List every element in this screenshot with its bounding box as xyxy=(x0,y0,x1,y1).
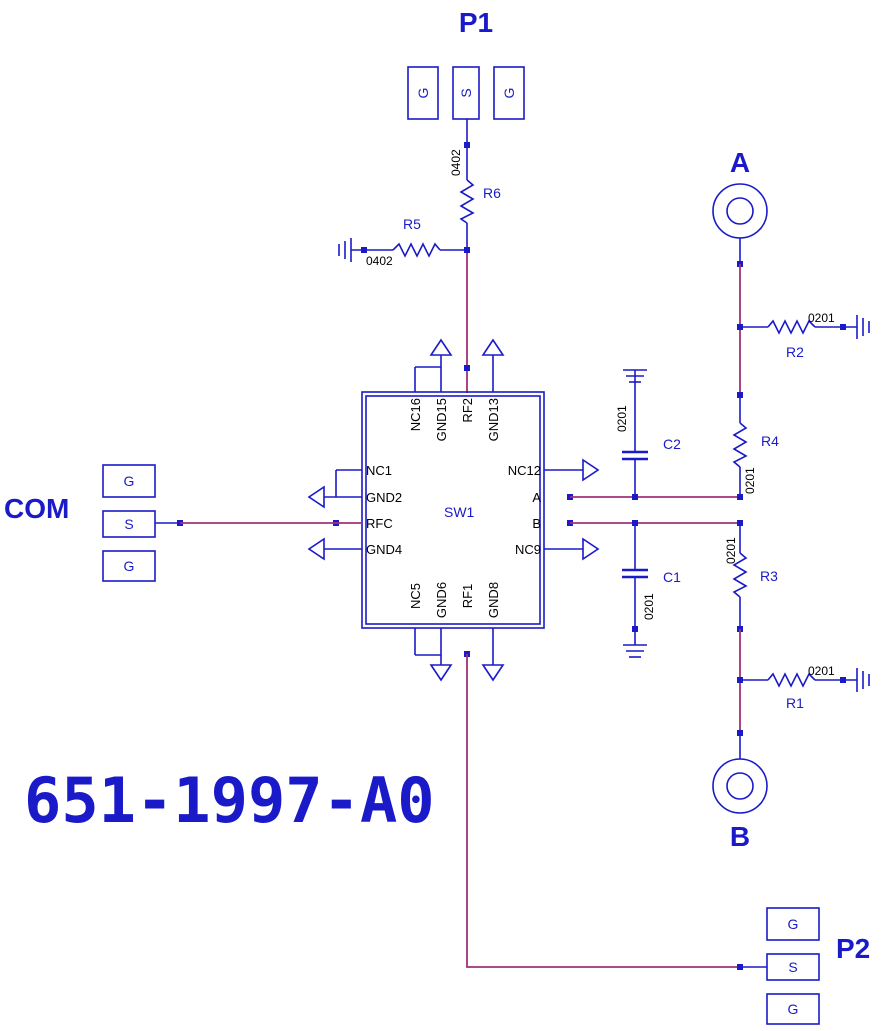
port-b-connector xyxy=(712,733,768,814)
r4-ref: R4 xyxy=(761,433,779,449)
r5-ref: R5 xyxy=(403,216,421,232)
pin-gnd8: GND8 xyxy=(486,582,501,618)
pin-nc16: NC16 xyxy=(408,398,423,431)
pin-nc5: NC5 xyxy=(408,583,423,609)
sw1-bottom-pins: NC5 GND6 RF1 GND8 xyxy=(408,582,505,682)
c2-package: 0201 xyxy=(615,405,629,432)
port-p1-connector: G S G xyxy=(407,66,525,120)
com-ground-pad-bottom: G xyxy=(124,558,135,574)
c1-package: 0201 xyxy=(642,593,656,620)
pin-gnd2: GND2 xyxy=(366,490,402,505)
r5-package: 0402 xyxy=(366,254,393,268)
r2-package: 0201 xyxy=(808,311,835,325)
pin-gnd13: GND13 xyxy=(486,398,501,441)
c1-ref: C1 xyxy=(663,569,681,585)
port-p1-label: P1 xyxy=(459,7,493,38)
ground-symbol-r5 xyxy=(338,238,352,262)
port-b-label: B xyxy=(730,821,750,852)
port-com-connector: G S G xyxy=(102,464,183,582)
port-com-label: COM xyxy=(4,493,69,524)
net-rf1 xyxy=(466,654,740,968)
com-signal-pad: S xyxy=(124,516,133,532)
p2-signal-pad: S xyxy=(788,959,797,975)
pin-b: B xyxy=(532,516,541,531)
board-id: 651-1997-A0 xyxy=(24,764,435,837)
p2-ground-pad-top: G xyxy=(788,916,799,932)
pin-gnd6: GND6 xyxy=(434,582,449,618)
p2-ground-pad-bottom: G xyxy=(788,1001,799,1017)
pin-a: A xyxy=(532,490,541,505)
resistor-r2: 0201 R2 xyxy=(740,311,857,360)
p1-ground-pad-right: G xyxy=(501,88,517,99)
sw1-right-pins: NC12 A B NC9 xyxy=(508,458,600,561)
r1-package: 0201 xyxy=(808,664,835,678)
sw1-ref: SW1 xyxy=(444,504,475,520)
port-a-label: A xyxy=(730,147,750,178)
pin-nc1: NC1 xyxy=(366,463,392,478)
sw1-left-pins: NC1 GND2 RFC GND4 xyxy=(307,463,402,561)
pin-nc9: NC9 xyxy=(515,542,541,557)
ground-symbol-r1 xyxy=(856,668,870,692)
r4-package: 0201 xyxy=(743,467,757,494)
pin-gnd15: GND15 xyxy=(434,398,449,441)
p1-ground-pad-left: G xyxy=(415,88,431,99)
port-p2-connector: G S G xyxy=(740,907,820,1025)
pin-rfc: RFC xyxy=(366,516,393,531)
r3-package: 0201 xyxy=(724,537,738,564)
pin-nc12: NC12 xyxy=(508,463,541,478)
capacitor-c2: C2 0201 xyxy=(615,369,681,497)
resistor-r6: R6 0402 xyxy=(449,119,501,253)
r6-ref: R6 xyxy=(483,185,501,201)
sw1-top-pins: NC16 GND15 RF2 GND13 xyxy=(408,338,505,441)
r2-ref: R2 xyxy=(786,344,804,360)
r1-ref: R1 xyxy=(786,695,804,711)
r3-ref: R3 xyxy=(760,568,778,584)
capacitor-c1: C1 0201 xyxy=(622,523,681,658)
pin-gnd4: GND4 xyxy=(366,542,402,557)
pin-rf2: RF2 xyxy=(460,398,475,423)
switch-sw1: SW1 xyxy=(361,391,545,629)
pin-rf1: RF1 xyxy=(460,584,475,609)
resistor-r1: 0201 R1 xyxy=(740,664,857,711)
port-p2-label: P2 xyxy=(836,933,870,964)
com-ground-pad-top: G xyxy=(124,473,135,489)
resistor-r3: R3 0201 xyxy=(724,523,778,632)
c2-ref: C2 xyxy=(663,436,681,452)
ground-symbol-r2 xyxy=(856,315,870,339)
resistor-r4: R4 0201 xyxy=(732,395,779,497)
p1-signal-pad: S xyxy=(458,88,474,97)
r6-package: 0402 xyxy=(449,149,463,176)
resistor-r5: R5 0402 xyxy=(351,216,467,268)
port-a-connector xyxy=(712,183,768,267)
